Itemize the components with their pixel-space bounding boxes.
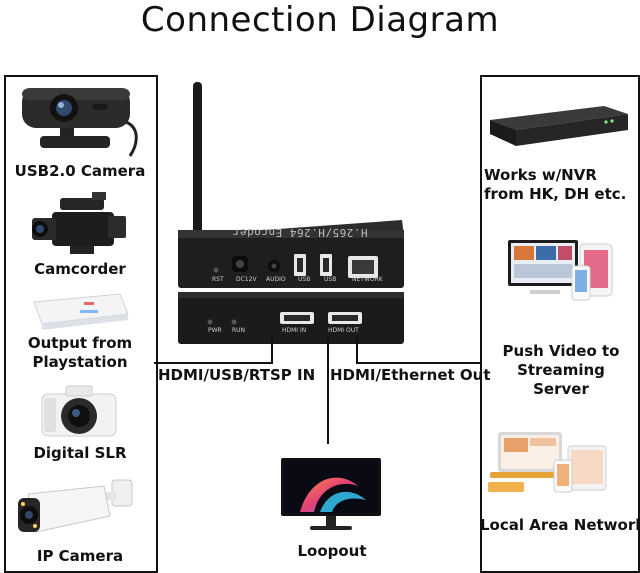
device-port-labels-top: RST DC12V AUDIO USB USB NETWORK [178,276,412,286]
streaming-screens-icon [502,238,614,310]
input-connection-label: HDMI/USB/RTSP IN [158,366,315,384]
destination-label-streaming: Push Video to Streaming Server [484,342,638,399]
input-line-horizontal [154,362,272,364]
camcorder-icon [30,190,130,260]
output-line-vertical [356,336,358,364]
game-console-icon [24,288,134,336]
destination-label-nvr: Works w/NVR from HK, DH etc. [484,166,638,204]
output-connection-label: HDMI/Ethernet Out [330,366,491,384]
source-label-playstation: Output from Playstation [4,334,156,372]
device-top-label: H.265/H.264 Encoder [210,226,390,239]
source-label-playstation-text: Output from Playstation [25,334,135,372]
input-line-vertical [271,336,273,364]
source-label-dslr: Digital SLR [4,444,156,463]
port-label-dc12v: DC12V [236,276,257,283]
source-label-ip-camera: IP Camera [4,547,156,566]
port-label-rst: RST [212,276,224,283]
encoder-device [172,80,412,348]
port-label-pwr: PWR [208,327,222,334]
loopout-line-vertical [327,336,329,444]
port-label-usb-2: USB [324,276,336,283]
port-label-hdmi-out: HDMI OUT [328,327,359,334]
monitor-icon [280,456,382,540]
device-port-labels-bottom: PWR RUN HDMI IN HDMI OUT [178,327,412,337]
destination-label-streaming-text: Push Video to Streaming Server [488,342,634,399]
ip-camera-icon [14,476,138,546]
port-label-network: NETWORK [352,276,383,283]
port-label-run: RUN [232,327,245,334]
dslr-camera-icon [36,380,122,442]
nvr-icon [486,100,632,156]
port-label-audio: AUDIO [266,276,286,283]
webcam-icon [14,82,144,162]
loopout-label: Loopout [270,542,394,561]
port-label-hdmi-in: HDMI IN [282,327,306,334]
source-label-camcorder: Camcorder [4,260,156,279]
destination-label-lan: Local Area Network [480,516,638,535]
output-line-horizontal [356,362,480,364]
page-title: Connection Diagram [0,0,640,40]
source-label-usb-camera: USB2.0 Camera [4,162,156,181]
lan-devices-icon [488,426,612,498]
port-label-usb-1: USB [298,276,310,283]
